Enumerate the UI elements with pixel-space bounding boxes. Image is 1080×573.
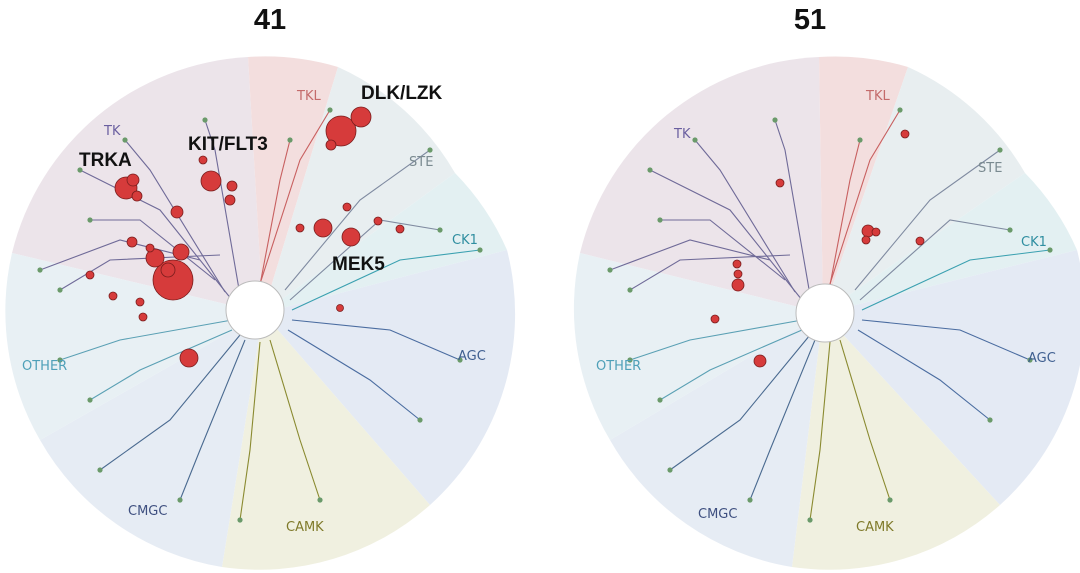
group-label-agc: AGC	[1028, 351, 1056, 366]
sector-tk	[580, 57, 823, 313]
group-label-cmgc: CMGC	[128, 504, 167, 519]
leaf-nodes	[37, 107, 483, 523]
group-label-camk: CAMK	[856, 520, 894, 535]
sector-ck1	[263, 173, 507, 313]
panel-41: 41	[5, 4, 516, 570]
hit-circles	[710, 129, 925, 368]
group-label-ck1: CK1	[452, 233, 478, 248]
group-sectors	[573, 56, 1080, 570]
callout-trka: TRKA	[79, 150, 132, 171]
group-label-camk: CAMK	[286, 520, 324, 535]
leaf-nodes	[607, 107, 1053, 523]
sector-other	[573, 253, 823, 440]
group-label-ste: STE	[409, 155, 433, 170]
sector-cmgc	[40, 313, 263, 567]
sector-camk	[222, 313, 430, 570]
callout-mek5: MEK5	[332, 254, 385, 275]
group-label-other: OTHER	[22, 359, 67, 374]
group-label-agc: AGC	[458, 349, 486, 364]
group-label-tkl: TKL	[296, 89, 321, 104]
group-label-tkl: TKL	[865, 89, 890, 104]
group-label-ck1: CK1	[1021, 235, 1047, 250]
group-label-cmgc: CMGC	[698, 507, 737, 522]
callout-dlk-lzk: DLK/LZK	[361, 83, 443, 104]
panel-title: 51	[793, 4, 827, 36]
hit-circles	[85, 106, 405, 368]
sector-ste	[263, 67, 455, 313]
sector-agc	[823, 250, 1080, 505]
panel-title: 41	[253, 4, 287, 36]
callout-kit-flt3: KIT/FLT3	[188, 134, 268, 155]
group-sectors	[5, 56, 516, 570]
kinome-tree-51: TK TKL STE CK1 AGC CAMK CMGC OTHER	[573, 56, 1080, 570]
sector-tkl	[248, 56, 338, 314]
sector-tk	[12, 57, 263, 313]
sector-other	[5, 253, 263, 440]
group-label-ste: STE	[978, 161, 1002, 176]
panel-51: 51	[540, 0, 1080, 573]
sector-cmgc	[610, 313, 823, 567]
group-label-tk: TK	[673, 127, 691, 142]
group-label-other: OTHER	[596, 359, 641, 374]
tree-center-hub	[795, 283, 855, 343]
tree-branches	[39, 109, 481, 521]
group-label-tk: TK	[103, 124, 121, 139]
tree-center-hub	[225, 280, 285, 340]
sector-ck1	[823, 173, 1077, 313]
kinome-tree-41: TK TKL STE CK1 AGC CAMK CMGC OTHER TRKA …	[5, 56, 516, 570]
sector-camk	[792, 313, 1000, 570]
sector-ste	[823, 67, 1025, 313]
sector-agc	[263, 250, 516, 505]
tree-branches	[609, 109, 1051, 521]
